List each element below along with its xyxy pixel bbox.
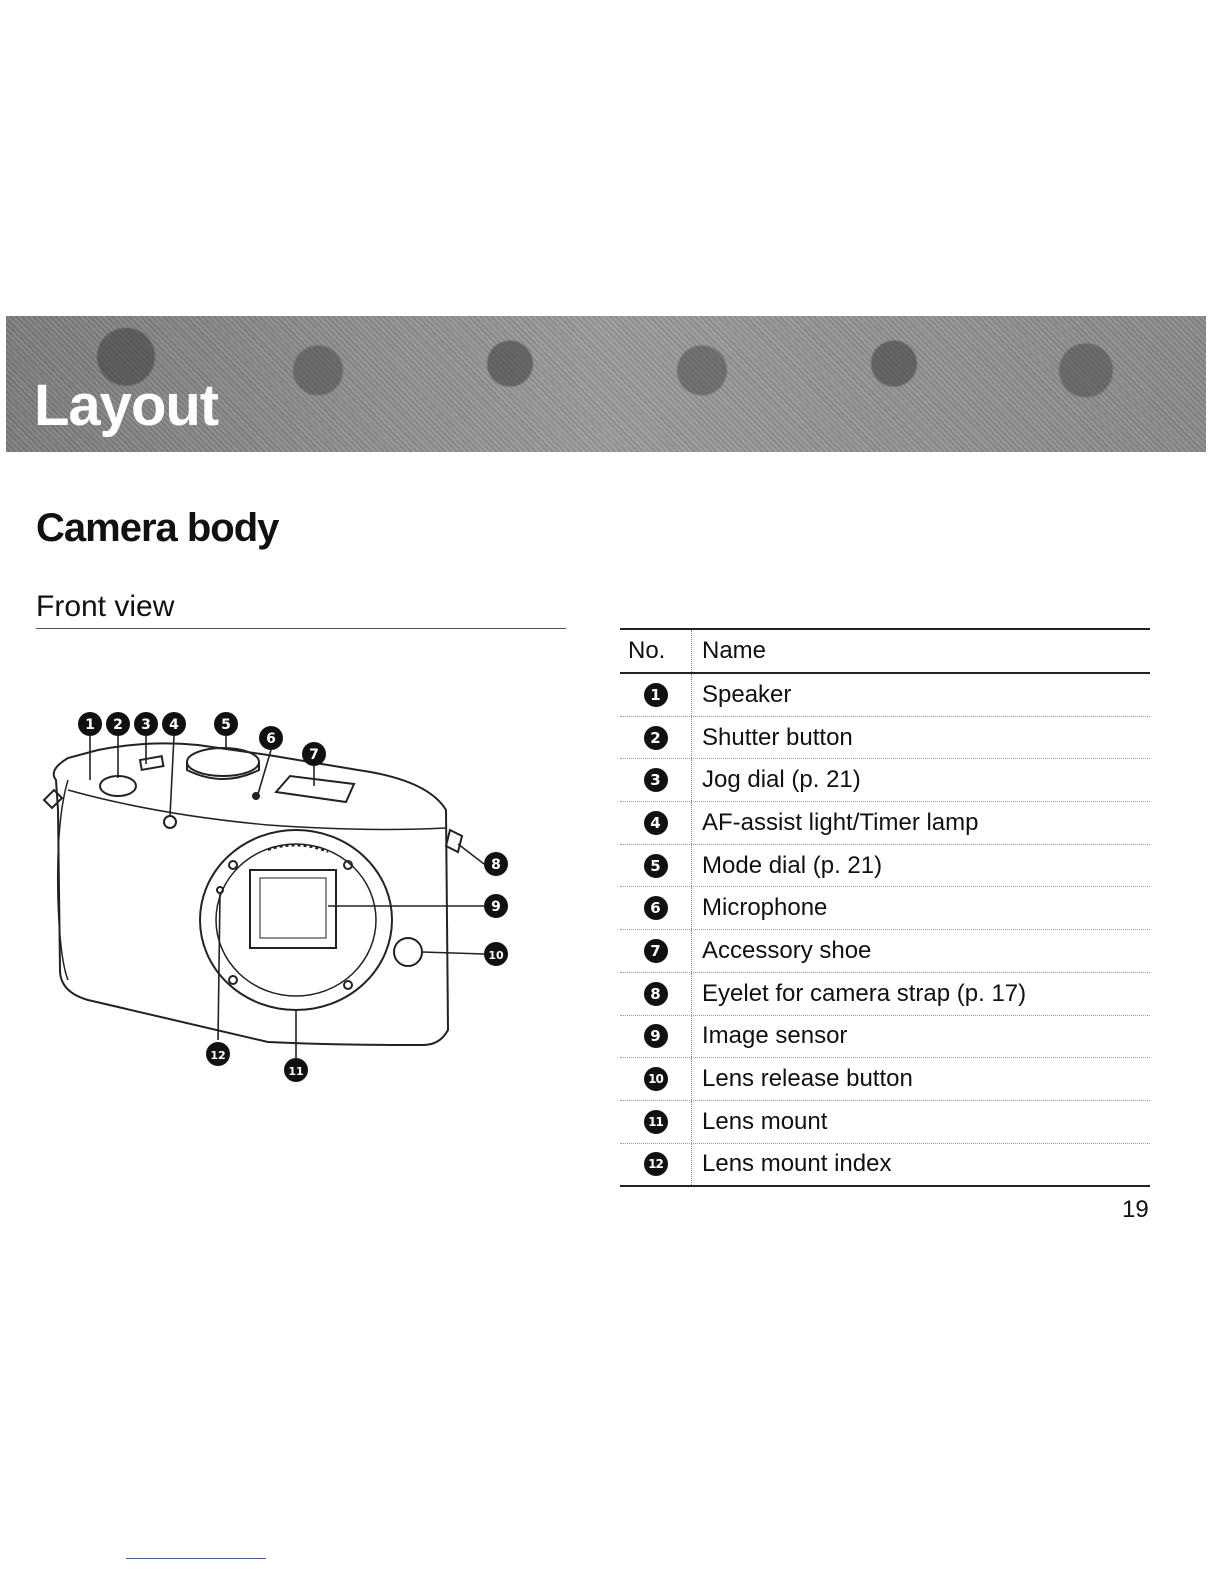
callout-9: 9: [484, 894, 508, 918]
row-number-cell: 2: [620, 717, 692, 759]
svg-text:5: 5: [221, 717, 231, 733]
svg-text:12: 12: [210, 1049, 225, 1062]
banner-title: Layout: [34, 372, 218, 439]
callout-5: 5: [214, 712, 238, 736]
table-row: 8 Eyelet for camera strap (p. 17): [620, 973, 1150, 1016]
number-badge: 2: [644, 726, 668, 750]
row-number-cell: 7: [620, 930, 692, 972]
svg-text:8: 8: [491, 857, 501, 873]
row-name-cell: Lens mount index: [692, 1150, 891, 1178]
callout-10: 10: [484, 942, 508, 966]
number-badge: 5: [644, 854, 668, 878]
header-name: Name: [692, 630, 766, 672]
row-name-cell: Jog dial (p. 21): [692, 766, 861, 794]
callout-1: 1: [78, 712, 102, 736]
row-name-cell: Mode dial (p. 21): [692, 852, 882, 880]
camera-front-illustration: 1 2 3 4 5 6 7 8 9 10 11 12: [28, 700, 528, 1100]
shutter-button-shape: [100, 776, 136, 796]
svg-text:7: 7: [309, 747, 319, 763]
row-name-cell: Lens release button: [692, 1065, 913, 1093]
accessory-shoe-shape: [276, 776, 354, 802]
number-badge: 9: [644, 1024, 668, 1048]
subsection-title: Front view: [36, 590, 174, 624]
table-row: 6 Microphone: [620, 887, 1150, 930]
table-row: 3 Jog dial (p. 21): [620, 759, 1150, 802]
callout-7: 7: [302, 742, 326, 766]
row-name-cell: Image sensor: [692, 1022, 847, 1050]
table-row: 4 AF-assist light/Timer lamp: [620, 802, 1150, 845]
svg-text:4: 4: [169, 717, 179, 733]
number-badge: 6: [644, 896, 668, 920]
callout-11: 11: [284, 1058, 308, 1082]
table-row: 7 Accessory shoe: [620, 930, 1150, 973]
svg-text:6: 6: [266, 731, 276, 747]
lens-mount-outer: [200, 830, 392, 1010]
row-number-cell: 3: [620, 759, 692, 801]
row-number-cell: 6: [620, 887, 692, 929]
table-row: 11 Lens mount: [620, 1101, 1150, 1144]
callout-8: 8: [484, 852, 508, 876]
svg-text:2: 2: [113, 717, 123, 733]
number-badge: 10: [644, 1067, 668, 1091]
callout-12: 12: [206, 1042, 230, 1066]
svg-text:11: 11: [288, 1065, 303, 1078]
table-row: 1 Speaker: [620, 674, 1150, 717]
strap-eyelet-left: [44, 790, 62, 808]
row-name-cell: Accessory shoe: [692, 937, 871, 965]
header-no: No.: [620, 630, 692, 672]
callout-6: 6: [259, 726, 283, 750]
strap-eyelet-right: [446, 830, 462, 852]
row-name-cell: Shutter button: [692, 724, 853, 752]
number-badge: 12: [644, 1152, 668, 1176]
row-number-cell: 11: [620, 1101, 692, 1143]
image-sensor-shape: [250, 870, 336, 948]
jog-dial-shape: [140, 756, 163, 770]
row-number-cell: 12: [620, 1144, 692, 1186]
row-number-cell: 5: [620, 845, 692, 887]
number-badge: 11: [644, 1110, 668, 1134]
lens-mount-index-dot: [217, 887, 223, 893]
row-name-cell: Microphone: [692, 894, 827, 922]
footer-link-underline: [126, 1558, 266, 1559]
row-number-cell: 1: [620, 674, 692, 716]
lens-release-shape: [394, 938, 422, 966]
table-row: 2 Shutter button: [620, 717, 1150, 760]
header-banner: Layout: [6, 316, 1206, 452]
row-number-cell: 9: [620, 1016, 692, 1058]
callout-3: 3: [134, 712, 158, 736]
af-lamp-shape: [164, 816, 176, 828]
table-row: 5 Mode dial (p. 21): [620, 845, 1150, 888]
table-row: 9 Image sensor: [620, 1016, 1150, 1059]
page-number: 19: [1122, 1196, 1149, 1224]
svg-text:3: 3: [141, 717, 151, 733]
table-body: 1 Speaker 2 Shutter button 3 Jog dial (p. 21)…: [620, 674, 1150, 1185]
number-badge: 1: [644, 683, 668, 707]
mode-dial-shape: [187, 748, 259, 776]
row-number-cell: 10: [620, 1058, 692, 1100]
svg-text:1: 1: [85, 717, 95, 733]
subsection-rule: [36, 628, 566, 629]
row-number-cell: 4: [620, 802, 692, 844]
row-name-cell: Lens mount: [692, 1108, 827, 1136]
callout-2: 2: [106, 712, 130, 736]
table-row: 10 Lens release button: [620, 1058, 1150, 1101]
table-header: No. Name: [620, 630, 1150, 674]
row-name-cell: Speaker: [692, 681, 791, 709]
parts-table: No. Name 1 Speaker 2 Shutter button 3 Jog dia…: [620, 628, 1150, 1187]
number-badge: 8: [644, 982, 668, 1006]
table-row: 12 Lens mount index: [620, 1144, 1150, 1186]
svg-text:9: 9: [491, 899, 501, 915]
row-name-cell: Eyelet for camera strap (p. 17): [692, 980, 1026, 1008]
number-badge: 4: [644, 811, 668, 835]
number-badge: 7: [644, 939, 668, 963]
row-name-cell: AF-assist light/Timer lamp: [692, 809, 979, 837]
svg-text:10: 10: [488, 949, 504, 962]
row-number-cell: 8: [620, 973, 692, 1015]
number-badge: 3: [644, 768, 668, 792]
section-title: Camera body: [36, 506, 278, 551]
callout-4: 4: [162, 712, 186, 736]
